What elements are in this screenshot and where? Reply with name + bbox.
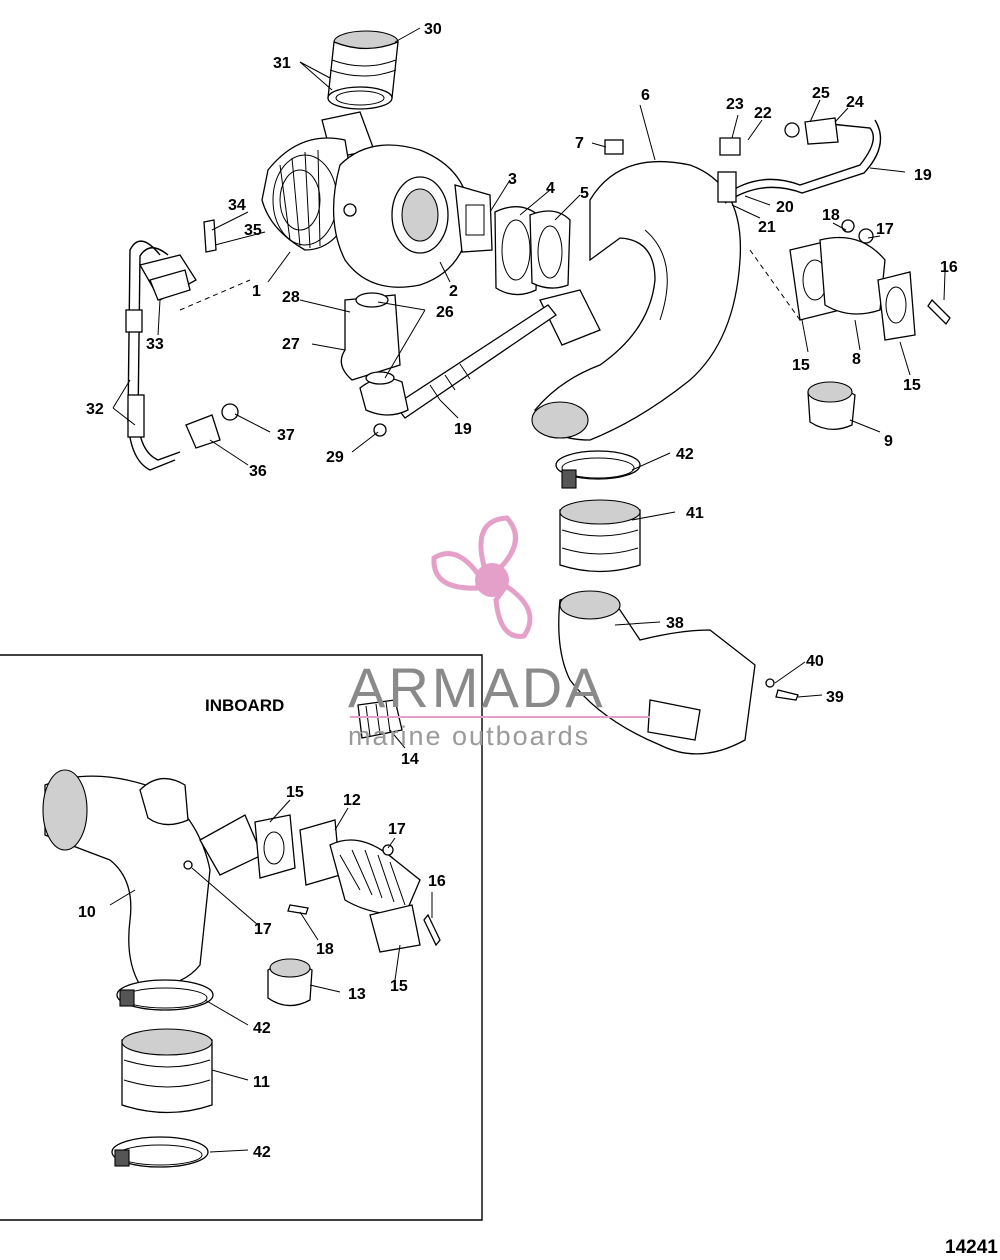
callout-labels: 30 31 34 35 1 2 3 4 5 6 7 33 32 28 27 26… (78, 21, 998, 1258)
figure-number: 14241 (945, 1237, 998, 1258)
callout-23: 23 (726, 96, 744, 113)
exhaust-elbow-lower-part (558, 590, 799, 755)
callout-16: 16 (940, 259, 958, 276)
inboard-callout-10: 10 (78, 904, 96, 921)
oil-line-part (125, 219, 251, 471)
callout-30: 30 (424, 21, 442, 38)
intake-coupler-part (321, 30, 399, 159)
callout-5: 5 (580, 185, 589, 202)
callout-19-upper: 19 (914, 167, 932, 184)
callout-28: 28 (282, 289, 300, 306)
callout-2: 2 (449, 283, 458, 300)
inboard-callout-16: 16 (428, 873, 446, 890)
propeller-logo-icon (431, 515, 533, 639)
watermark-tagline: marine outboards (348, 721, 590, 751)
callout-7: 7 (575, 135, 584, 152)
inboard-callout-11: 11 (253, 1074, 270, 1091)
fittings-part (604, 117, 882, 204)
callout-29: 29 (326, 449, 344, 466)
inboard-title: INBOARD (205, 696, 284, 715)
turbo-turbine-part (332, 144, 493, 288)
inboard-callout-17-lower: 17 (254, 921, 272, 938)
clamp-sleeve-part (555, 450, 641, 573)
callout-17: 17 (876, 221, 894, 238)
turbocharger-assembly (261, 30, 571, 296)
callout-20: 20 (776, 199, 794, 216)
inboard-callout-15-upper: 15 (286, 784, 304, 801)
inboard-callout-14: 14 (401, 751, 419, 768)
plug-part (807, 381, 856, 430)
callout-27: 27 (282, 336, 300, 353)
inboard-callout-12: 12 (343, 792, 361, 809)
callout-39: 39 (826, 689, 844, 706)
callout-6: 6 (641, 87, 650, 104)
callout-22: 22 (754, 105, 772, 122)
callout-8: 8 (852, 351, 861, 368)
inboard-callout-42-lower: 42 (253, 1144, 271, 1161)
callout-36: 36 (249, 463, 267, 480)
leader-lines (109, 27, 946, 1153)
inboard-inset (0, 654, 483, 1221)
callout-21: 21 (758, 219, 776, 236)
callout-40: 40 (806, 653, 824, 670)
callout-1: 1 (252, 283, 261, 300)
callout-18: 18 (822, 207, 840, 224)
watermark-brand: ARMADA (348, 656, 606, 719)
callout-38: 38 (666, 615, 684, 632)
callout-24: 24 (846, 94, 864, 111)
inboard-callout-15-lower: 15 (390, 978, 408, 995)
turbo-bracket-part (340, 292, 401, 437)
callout-26: 26 (436, 304, 454, 321)
exhaust-elbow-part (531, 160, 742, 441)
inboard-callout-13: 13 (348, 986, 366, 1003)
callout-15-right: 15 (903, 377, 921, 394)
turbo-outlet-gaskets (494, 206, 571, 296)
callout-41: 41 (686, 505, 704, 522)
callout-3: 3 (508, 171, 517, 188)
callout-31: 31 (273, 55, 291, 72)
inboard-callout-42-upper: 42 (253, 1020, 271, 1037)
armada-watermark: ARMADA marine outboards (348, 515, 650, 751)
turbo-compressor-part (261, 137, 356, 251)
callout-35: 35 (244, 222, 262, 239)
inboard-callout-17-upper: 17 (388, 821, 406, 838)
inboard-parts (42, 699, 441, 1168)
callout-25: 25 (812, 85, 830, 102)
inboard-callout-18: 18 (316, 941, 334, 958)
callout-37: 37 (277, 427, 295, 444)
callout-32: 32 (86, 401, 104, 418)
callout-34: 34 (228, 197, 246, 214)
callout-33: 33 (146, 336, 164, 353)
callout-4: 4 (546, 180, 555, 197)
callout-15-left: 15 (792, 357, 810, 374)
callout-42: 42 (676, 446, 694, 463)
flange-gasket-part (749, 219, 951, 341)
callout-19-lower: 19 (454, 421, 472, 438)
drain-tube-part (359, 304, 557, 419)
callout-9: 9 (884, 433, 893, 450)
